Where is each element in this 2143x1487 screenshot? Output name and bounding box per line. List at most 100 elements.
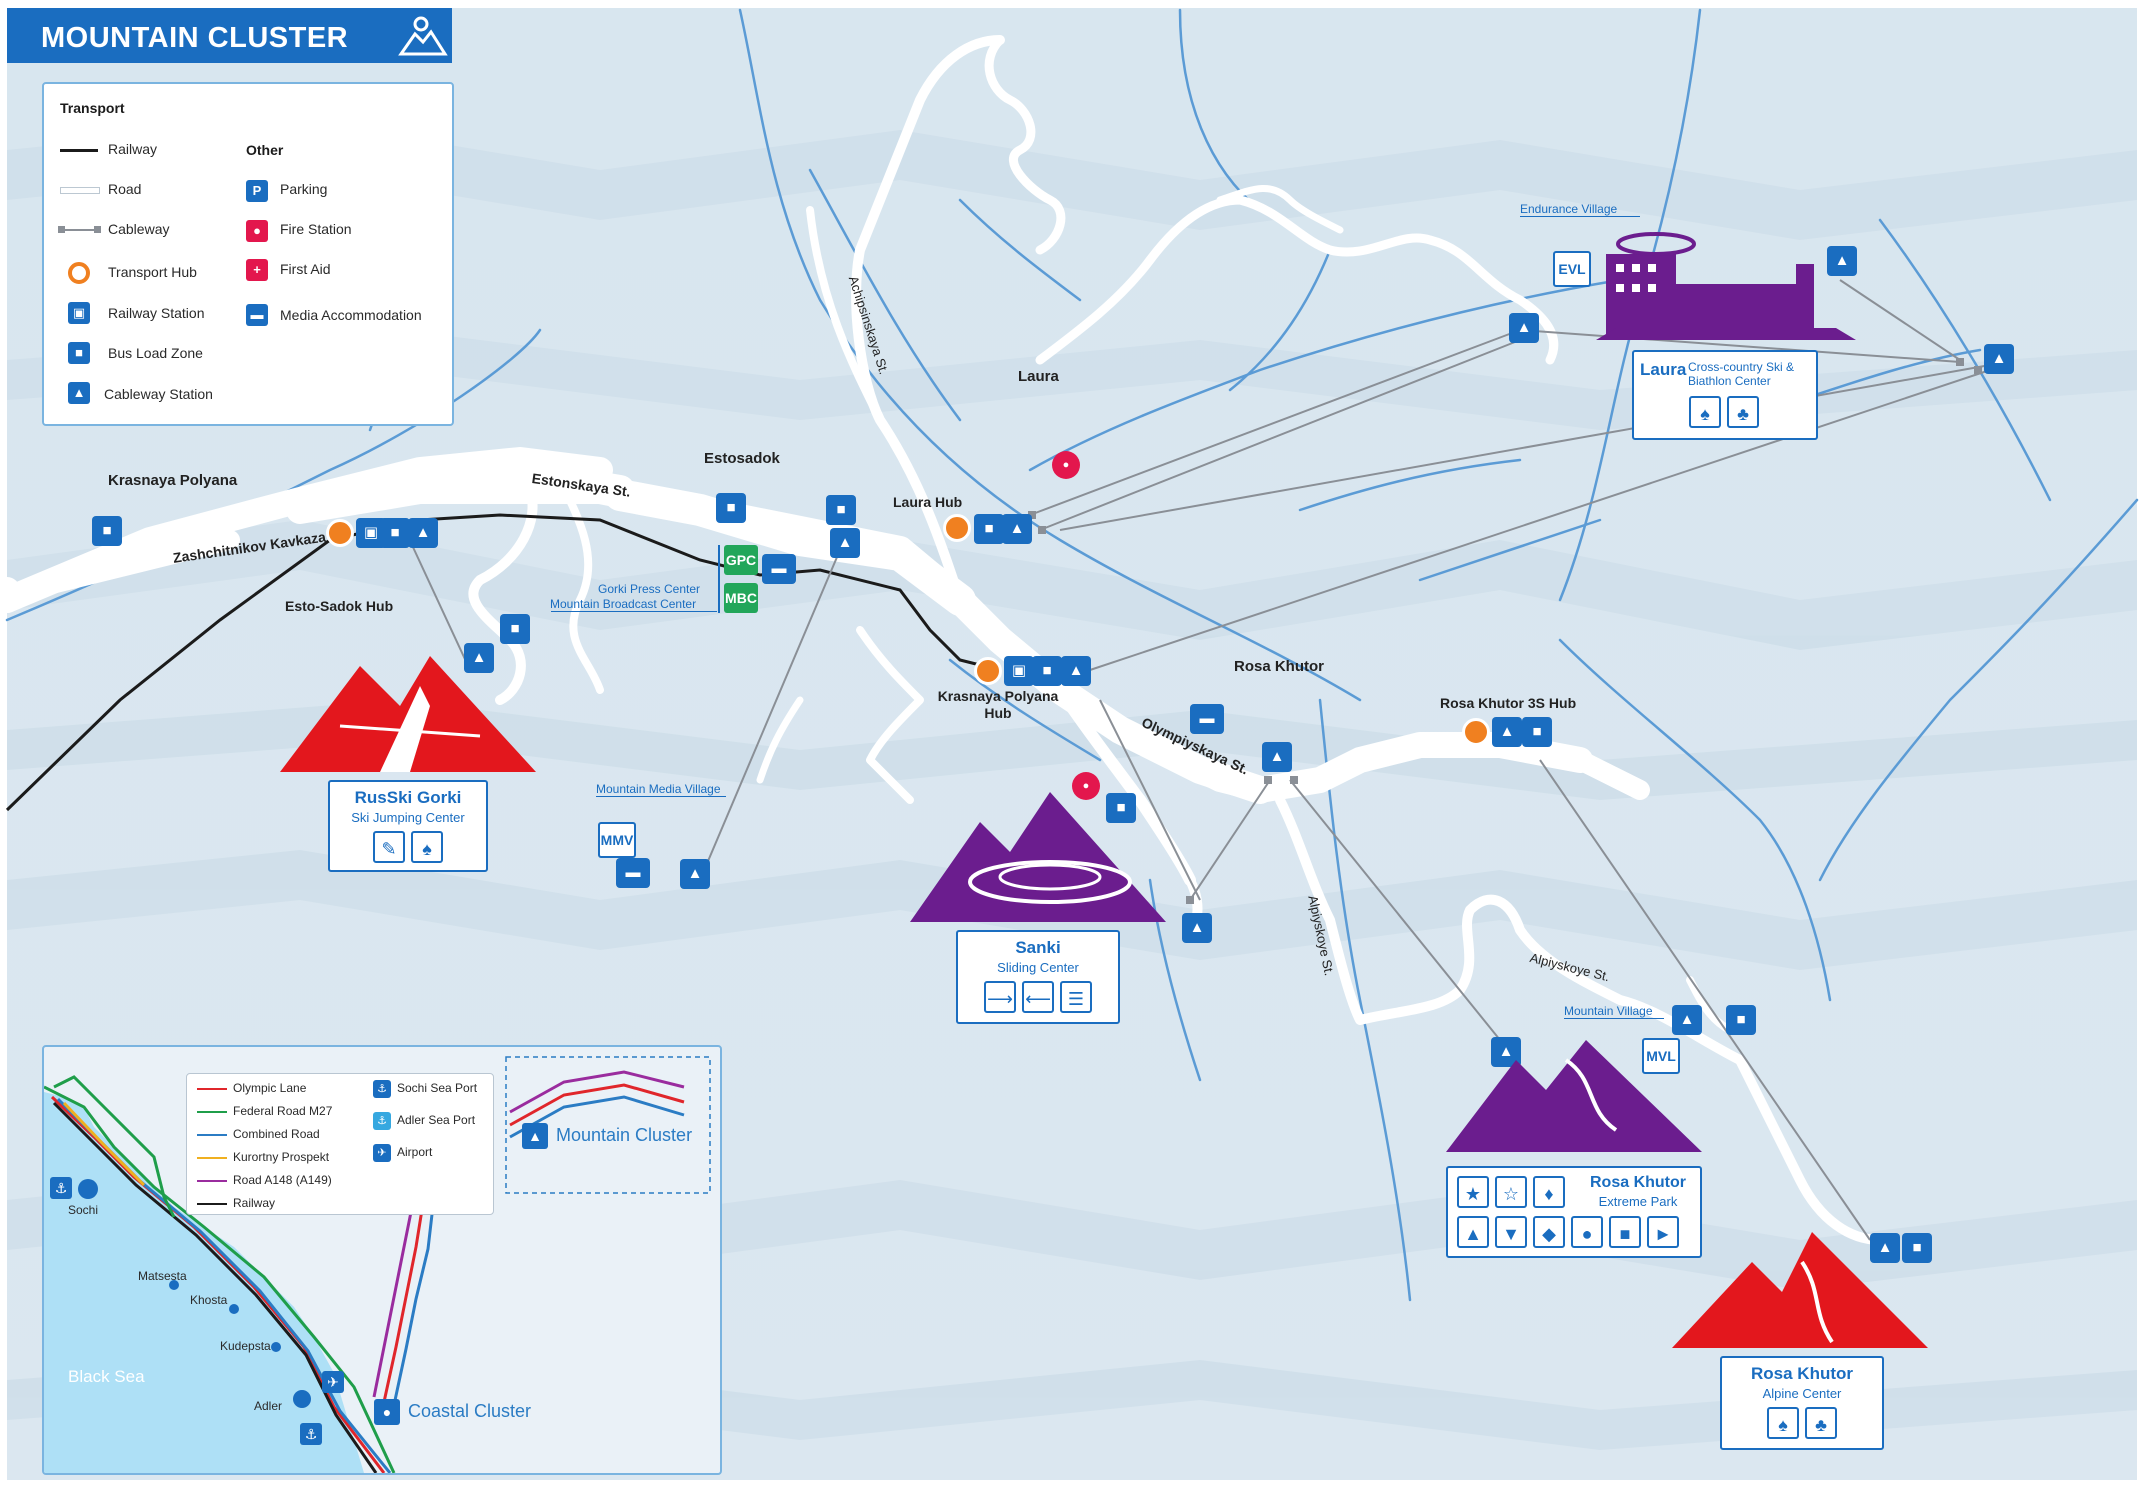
cableway-station-icon[interactable]: ▲ xyxy=(408,518,438,548)
venue-name: Rosa Khutor xyxy=(1751,1364,1853,1383)
mvl-badge[interactable]: MVL xyxy=(1642,1038,1680,1074)
nordic-combined-icon: ♠ xyxy=(411,831,443,863)
black-sea-label: Black Sea xyxy=(68,1367,145,1386)
place-estosadok: Estosadok xyxy=(704,450,780,467)
mmv-badge[interactable]: MMV xyxy=(598,822,636,858)
cableway-station-icon[interactable]: ▲ xyxy=(1492,717,1522,747)
cableway-station-icon[interactable]: ▲ xyxy=(464,643,494,673)
town-kudepsta: Kudepsta xyxy=(220,1339,271,1353)
bus-icon[interactable]: ■ xyxy=(974,514,1004,544)
cableway-station-icon[interactable]: ▲ xyxy=(1672,1005,1702,1035)
cableway-station-icon[interactable]: ▲ xyxy=(1870,1233,1900,1263)
legend-adler-sea-port: Adler Sea Port xyxy=(397,1113,476,1127)
cableway-swatch xyxy=(60,229,98,231)
cableway-station-icon[interactable]: ▲ xyxy=(1262,742,1292,772)
legend-transport-title: Transport xyxy=(60,100,125,116)
bed-icon[interactable]: ▬ xyxy=(1190,704,1224,734)
legend-cableway-station: Cableway Station xyxy=(104,386,213,402)
venue-sub: Extreme Park xyxy=(1598,1194,1678,1209)
mbc-badge[interactable]: MBC xyxy=(724,583,758,613)
legend-railway-inset: Railway xyxy=(233,1196,276,1210)
bus-icon[interactable]: ■ xyxy=(380,518,410,548)
railway-swatch xyxy=(60,149,98,152)
cableway-dot xyxy=(94,226,101,233)
legend-transport-hub: Transport Hub xyxy=(108,264,197,280)
transport-hub-icon[interactable] xyxy=(943,514,971,542)
bus-icon[interactable]: ■ xyxy=(1522,717,1552,747)
cableway-station-icon[interactable]: ▲ xyxy=(1061,656,1091,686)
transport-hub-icon[interactable] xyxy=(974,657,1002,685)
cableway-station-icon: ▲ xyxy=(68,382,90,404)
bus-icon[interactable]: ■ xyxy=(826,495,856,525)
cableway-station-icon[interactable]: ▲ xyxy=(1509,313,1539,343)
bus-icon[interactable]: ■ xyxy=(1032,656,1062,686)
hub-label-laura: Laura Hub xyxy=(893,494,963,510)
fire-station-icon: ● xyxy=(246,220,268,242)
evl-underline xyxy=(1520,216,1640,217)
mvl-name: Mountain Village xyxy=(1564,1004,1653,1018)
legend-cableway: Cableway xyxy=(108,221,170,237)
bed-icon[interactable]: ▬ xyxy=(616,858,650,888)
venue-sub: Cross-country Ski & Biathlon Center xyxy=(1688,360,1795,388)
transport-hub-icon xyxy=(68,262,90,284)
laura-illustration xyxy=(1596,232,1856,340)
fire-station-icon[interactable]: ● xyxy=(1072,772,1100,800)
slalom-icon: ♣ xyxy=(1805,1407,1837,1439)
bed-icon[interactable]: ▬ xyxy=(762,554,796,584)
venue-sub: Sliding Center xyxy=(997,960,1079,975)
cableway-station-icon[interactable]: ▲ xyxy=(830,528,860,558)
cableway-station-icon[interactable]: ▲ xyxy=(1182,913,1212,943)
cableways xyxy=(411,279,1991,1241)
bus-icon[interactable]: ■ xyxy=(1726,1005,1756,1035)
venue-name: Sanki xyxy=(1015,938,1061,957)
legend-olympic-lane: Olympic Lane xyxy=(233,1081,307,1095)
legend-other-title: Other xyxy=(246,142,284,158)
bus-icon[interactable]: ■ xyxy=(1902,1233,1932,1263)
bus-icon[interactable]: ■ xyxy=(92,516,122,546)
cableway-station-icon[interactable]: ▲ xyxy=(1002,514,1032,544)
anchor-icon: ⚓ xyxy=(300,1423,322,1445)
mmv-underline xyxy=(596,796,726,797)
venue-sanki[interactable]: Sanki Sliding Center ⟶⟵☰ xyxy=(956,930,1120,1024)
venue-extreme-park[interactable]: Rosa Khutor Extreme Park ★☆♦ ▲▼◆●■► xyxy=(1446,1166,1702,1258)
venue-laura[interactable]: Laura Cross-country Ski & Biathlon Cente… xyxy=(1632,350,1818,440)
transport-hub-icon[interactable] xyxy=(1462,718,1490,746)
mountain-cluster-label[interactable]: Mountain Cluster xyxy=(556,1125,693,1145)
map-header: MOUNTAIN CLUSTER xyxy=(7,8,452,63)
evl-badge[interactable]: EVL xyxy=(1553,251,1591,287)
cableway-station-icon[interactable]: ▲ xyxy=(680,859,710,889)
cableway-station-icon[interactable]: ▲ xyxy=(1827,246,1857,276)
anchor-icon: ⚓ xyxy=(50,1177,72,1199)
town-sochi: Sochi xyxy=(68,1203,99,1217)
transport-hub-icon[interactable] xyxy=(326,519,354,547)
map-title: MOUNTAIN CLUSTER xyxy=(41,22,349,54)
parallel-icon: ■ xyxy=(1609,1216,1641,1248)
legend-airport: Airport xyxy=(397,1145,433,1159)
russki-gorki-illustration xyxy=(280,656,536,772)
cableway-dot xyxy=(58,226,65,233)
bus-icon[interactable]: ■ xyxy=(716,493,746,523)
mbc-name: Mountain Broadcast Center xyxy=(550,597,697,611)
coastal-cluster-label[interactable]: Coastal Cluster xyxy=(408,1401,532,1421)
legend-road-a148: Road A148 (A149) xyxy=(233,1173,332,1187)
place-laura: Laura xyxy=(1018,368,1059,385)
fire-station-icon[interactable]: ● xyxy=(1052,451,1080,479)
venue-name: RusSki Gorki xyxy=(354,788,462,807)
luge-icon: ⟶ xyxy=(984,981,1016,1013)
slopestyle-icon: ● xyxy=(1571,1216,1603,1248)
snowboard-icon: ▲ xyxy=(1457,1216,1489,1248)
cross-country-icon: ♠ xyxy=(1689,396,1721,428)
place-rosa-khutor: Rosa Khutor xyxy=(1234,658,1324,675)
extreme-park-illustration xyxy=(1446,1040,1702,1152)
bus-icon[interactable]: ■ xyxy=(500,614,530,644)
gpc-badge[interactable]: GPC xyxy=(724,545,758,575)
first-aid-icon: + xyxy=(246,259,268,281)
cableway-station-icon[interactable]: ▲ xyxy=(1984,344,2014,374)
legend-railway-station: Railway Station xyxy=(108,305,205,321)
bus-icon[interactable]: ■ xyxy=(1106,793,1136,823)
venue-russki-gorki[interactable]: RusSki Gorki Ski Jumping Center ✎♠ xyxy=(328,780,488,872)
coastal-pin-icon: ● xyxy=(374,1399,400,1425)
freestyle-icon: ★ xyxy=(1457,1176,1489,1208)
railway-station-icon[interactable]: ▣ xyxy=(1004,656,1034,686)
venue-alpine-center[interactable]: Rosa Khutor Alpine Center ♠♣ xyxy=(1720,1356,1884,1450)
